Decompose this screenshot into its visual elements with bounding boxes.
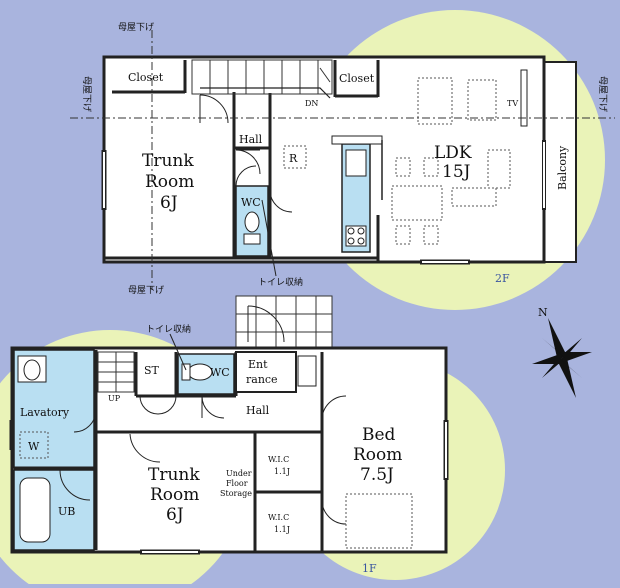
compass-north-label: N [538,306,548,319]
floor-1f: トイレ収納 ST WC Ent rance UP Lavatory W Hall… [9,295,449,575]
ldk-label-2: 15J [442,162,471,182]
wic2-label-2: 1.1J [274,525,290,534]
fridge-label: R [289,152,298,165]
bed-room-label-1: Bed [362,425,396,445]
annotation-left: 母屋下げ [81,76,92,112]
staircase-2f [191,59,333,99]
wc-1f-label: WC [210,366,230,379]
ldk-furniture [391,77,511,245]
annotation-top: 母屋下げ [118,22,154,33]
entrance-porch [235,295,333,353]
floor-1f-label: 1F [362,562,377,575]
closet-left-2f-label: Closet [128,71,164,84]
bed-room-label-3: 7.5J [360,465,394,485]
annotation-right: 母屋下げ [597,76,608,112]
annotation-bottom: 母屋下げ [128,285,164,296]
underfloor-label-1: Under [226,469,252,478]
toilet-storage-1f-label: トイレ収納 [146,323,191,335]
ldk-label-1: LDK [434,143,472,163]
entrance-label-2: rance [246,373,278,386]
wic2-label-1: W.I.C [268,513,289,522]
balcony-label: Balcony [556,145,569,190]
compass: N [532,306,592,398]
hall-1f-label: Hall [246,404,270,417]
wic1-label-2: 1.1J [274,467,290,476]
hall-2f-label: Hall [239,133,263,146]
tv-label: TV [507,99,518,108]
underfloor-label-3: Storage [220,489,252,498]
washer-label: W [28,440,40,453]
floor-2f: Closet Closet DN Hall Trunk Room 6J WC R… [70,22,615,296]
ub-label: UB [58,505,75,518]
bed-room-label-2: Room [353,445,402,465]
up-label: UP [108,394,121,403]
staircase-1f [97,351,135,393]
underfloor-label-2: Floor [226,479,248,488]
closet-mid-2f-label: Closet [339,72,375,85]
trunk-room-1f-label-2: Room [150,485,199,505]
floor-2f-label: 2F [495,272,510,285]
toilet-storage-2f-label: トイレ収納 [258,276,303,288]
wic1-label-1: W.I.C [268,455,289,464]
entrance-label-1: Ent [248,358,268,371]
trunk-room-2f-label-1: Trunk [142,151,194,171]
lavatory-label: Lavatory [20,406,70,419]
wc-2f-label: WC [241,196,261,209]
trunk-room-2f-label-3: 6J [160,193,178,213]
trunk-room-2f-label-2: Room [145,172,194,192]
st-label: ST [144,364,160,377]
trunk-room-1f-label-3: 6J [166,505,184,525]
trunk-room-1f-label-1: Trunk [148,465,200,485]
dn-label: DN [305,99,318,108]
